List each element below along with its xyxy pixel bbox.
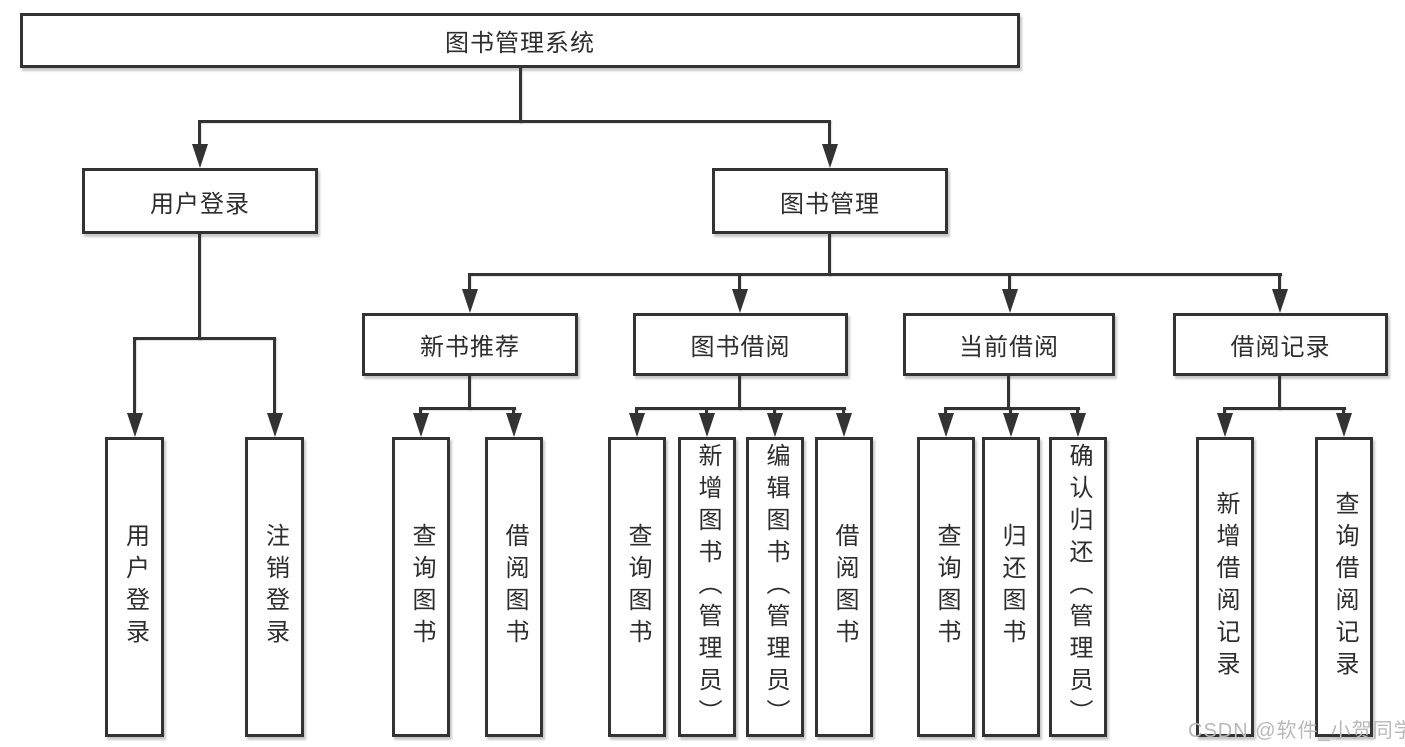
node-label: 确认归还（管理员） — [1065, 443, 1092, 731]
node-label: 借阅图书 — [831, 523, 858, 651]
connector-line — [468, 273, 471, 297]
node-label: 查询借阅记录 — [1331, 491, 1358, 683]
connector-line — [1278, 374, 1281, 410]
node-new-book-recommend: 新书推荐 — [362, 313, 578, 376]
connector-line — [828, 120, 831, 148]
arrow-down-icon — [1272, 289, 1288, 313]
arrow-down-icon — [822, 144, 838, 168]
arrow-down-icon — [732, 289, 748, 313]
arrow-down-icon — [127, 413, 143, 437]
node-label: 归还图书 — [998, 523, 1025, 651]
connector-line — [198, 120, 831, 123]
arrow-down-icon — [699, 413, 715, 437]
node-label: 查询图书 — [933, 523, 960, 651]
connector-line — [1008, 273, 1011, 297]
node-edit-book-admin: 编辑图书（管理员） — [746, 437, 804, 737]
node-add-book-admin: 新增图书（管理员） — [678, 437, 736, 737]
connector-line — [738, 374, 741, 410]
arrow-down-icon — [192, 144, 208, 168]
connector-line — [1278, 273, 1281, 297]
node-current-borrow: 当前借阅 — [903, 313, 1115, 376]
arrow-down-icon — [1002, 289, 1018, 313]
connector-line — [419, 407, 516, 410]
node-label: 编辑图书（管理员） — [762, 443, 789, 731]
connector-line — [944, 407, 1080, 410]
connector-line — [198, 232, 201, 340]
connector-line — [828, 232, 831, 276]
node-logout-leaf: 注销登录 — [245, 437, 304, 737]
node-borrow-book-a: 借阅图书 — [485, 437, 543, 737]
csdn-watermark: CSDN @软件_小贺同学 — [1188, 720, 1405, 742]
arrow-down-icon — [938, 413, 954, 437]
arrow-down-icon — [1070, 413, 1086, 437]
connector-line — [468, 374, 471, 410]
node-label: 用户登录 — [121, 523, 149, 651]
node-label: 注销登录 — [261, 523, 289, 651]
node-query-book-c: 查询图书 — [917, 437, 975, 737]
node-label: 新增借阅记录 — [1212, 491, 1239, 683]
connector-line — [635, 407, 846, 410]
node-book-borrow: 图书借阅 — [633, 313, 848, 376]
connector-line — [738, 273, 741, 297]
connector-line — [468, 273, 1282, 276]
arrow-down-icon — [836, 413, 852, 437]
connector-line — [198, 120, 201, 148]
arrow-down-icon — [1336, 413, 1352, 437]
node-add-borrow-record: 新增借阅记录 — [1196, 437, 1254, 737]
node-query-borrow-record: 查询借阅记录 — [1315, 437, 1373, 737]
node-borrow-book-b: 借阅图书 — [815, 437, 873, 737]
node-root-system: 图书管理系统 — [20, 13, 1020, 68]
node-user-login-leaf: 用户登录 — [105, 437, 164, 737]
connector-line — [1007, 374, 1010, 410]
node-borrow-records: 借阅记录 — [1173, 313, 1388, 376]
node-return-book: 归还图书 — [982, 437, 1040, 737]
arrow-down-icon — [506, 413, 522, 437]
node-user-login: 用户登录 — [82, 168, 318, 234]
connector-line — [273, 337, 276, 421]
arrow-down-icon — [767, 413, 783, 437]
arrow-down-icon — [462, 289, 478, 313]
node-label: 查询图书 — [408, 523, 435, 651]
node-label: 查询图书 — [624, 523, 651, 651]
connector-line — [133, 337, 276, 340]
connector-line — [133, 337, 136, 421]
arrow-down-icon — [267, 413, 283, 437]
connector-line — [1223, 407, 1346, 410]
connector-line — [519, 66, 522, 123]
node-query-book-b: 查询图书 — [608, 437, 666, 737]
node-confirm-return-admin: 确认归还（管理员） — [1049, 437, 1107, 737]
node-label: 借阅图书 — [501, 523, 528, 651]
arrow-down-icon — [413, 413, 429, 437]
arrow-down-icon — [1217, 413, 1233, 437]
node-book-management: 图书管理 — [712, 168, 948, 234]
arrow-down-icon — [1003, 413, 1019, 437]
arrow-down-icon — [629, 413, 645, 437]
node-label: 新增图书（管理员） — [694, 443, 721, 731]
node-query-book-a: 查询图书 — [392, 437, 450, 737]
